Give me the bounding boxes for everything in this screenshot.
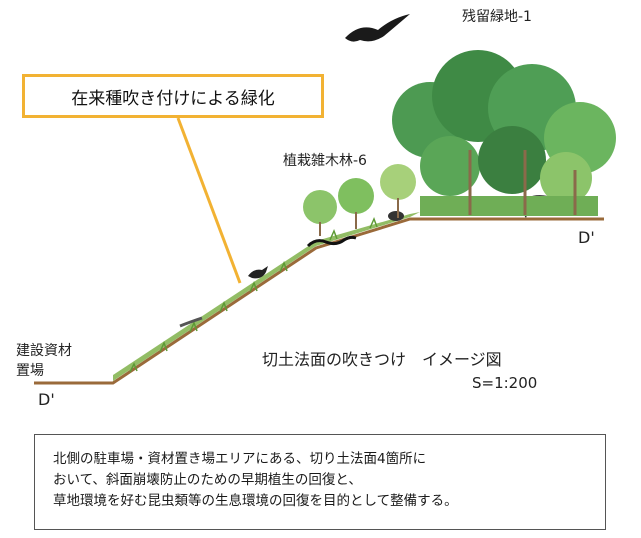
remnant-forest-label: 残留緑地-1 (462, 9, 532, 25)
ground-profile-line (34, 217, 604, 385)
forest-undergrowth (420, 196, 598, 216)
storage-area-label-line2: 置場 (16, 363, 44, 379)
forest-canopy (478, 126, 546, 194)
description-line-2: おいて、斜面崩壊防止のための早期植生の回復と、 (53, 472, 362, 488)
planted-tree-canopy (380, 164, 416, 200)
forest-canopy (420, 136, 480, 196)
hydroseeding-callout: 在来種吹き付けによる緑化 (22, 74, 324, 118)
lizard-icon (179, 316, 203, 328)
flying-bird-icon (345, 14, 410, 42)
callout-text: 在来種吹き付けによる緑化 (71, 88, 275, 109)
section-mark-left: D' (38, 390, 55, 409)
remnant-forest-group (392, 50, 616, 216)
perched-bird-icon (248, 266, 268, 279)
description-box: 北側の駐車場・資材置き場エリアにある、切り土法面4箇所に おいて、斜面崩壊防止の… (34, 434, 606, 530)
small-mammal-icon (388, 211, 404, 221)
section-mark-right: D' (578, 228, 595, 247)
planted-forest-label: 植栽雑木林-6 (283, 153, 367, 169)
diagram-title: 切土法面の吹きつけ イメージ図 (262, 350, 502, 369)
planted-tree-canopy (303, 190, 337, 224)
forest-canopy (540, 152, 592, 204)
description-line-1: 北側の駐車場・資材置き場エリアにある、切り土法面4箇所に (53, 451, 427, 467)
storage-area-label-line1: 建設資材 (16, 343, 72, 359)
grass-tufts (129, 217, 378, 373)
planted-tree-canopy (338, 178, 374, 214)
planted-trees-group (303, 164, 416, 236)
description-line-3: 草地環境を好む昆虫類等の生息環境の回復を目的として整備する。 (53, 493, 458, 509)
snake-icon (306, 235, 357, 248)
callout-leader-line (176, 117, 242, 284)
scale-label: S=1:200 (472, 374, 538, 392)
